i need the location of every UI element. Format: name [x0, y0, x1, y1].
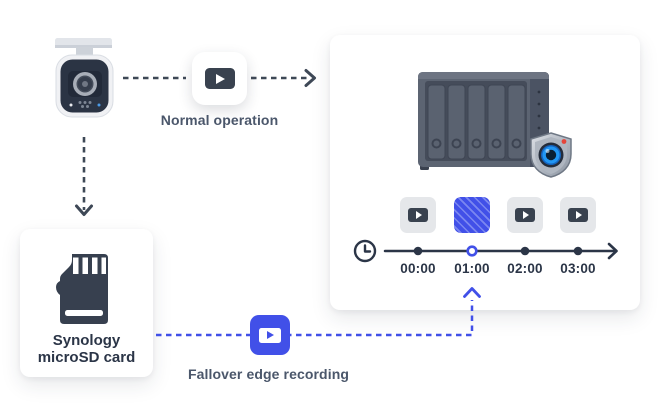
tick-dot-0200 — [520, 246, 530, 256]
clock-icon — [353, 239, 377, 263]
arrow-normal-icon-to-nas — [251, 69, 316, 87]
failover-recording-icon — [250, 315, 290, 355]
microsd-label-line2: microSD card — [37, 349, 136, 366]
play-icon — [204, 68, 235, 89]
tick-dot-0000 — [413, 246, 423, 256]
play-icon — [568, 208, 588, 222]
play-triangle-icon — [522, 211, 529, 219]
normal-recording-icon — [192, 52, 247, 105]
tick-label-0300: 03:00 — [560, 261, 596, 276]
segment-recorded-0200 — [507, 197, 543, 233]
segment-recorded-0300 — [560, 197, 596, 233]
tick-label-0200: 02:00 — [507, 261, 543, 276]
tick-label-0000: 00:00 — [400, 261, 436, 276]
segment-failover-0100 — [454, 197, 490, 233]
play-triangle-icon — [575, 211, 582, 219]
microsd-card-label: Synology microSD card — [20, 332, 153, 366]
play-icon — [259, 327, 281, 343]
arrow-camera-to-microsd — [75, 137, 93, 216]
normal-operation-label: Normal operation — [160, 112, 279, 128]
synology-nas-icon — [418, 72, 549, 170]
arrowhead-right-icon — [607, 242, 618, 260]
play-triangle-icon — [216, 73, 225, 84]
play-icon — [515, 208, 535, 222]
play-icon — [408, 208, 428, 222]
surveillance-station-shield-icon — [530, 132, 572, 178]
failover-edge-recording-label: Fallover edge recording — [187, 366, 349, 382]
timeline-axis — [353, 239, 618, 263]
tick-dot-0100-active — [466, 245, 478, 257]
tick-label-0100: 01:00 — [454, 261, 490, 276]
play-triangle-icon — [415, 211, 422, 219]
arrowhead-down-icon — [75, 204, 93, 216]
ip-camera-icon — [55, 38, 114, 118]
nas-card: 00:00 01:00 02:00 03:00 — [330, 35, 640, 310]
tick-dot-0300 — [573, 246, 583, 256]
microsd-label-line1: Synology — [52, 332, 121, 349]
play-triangle-icon — [267, 331, 275, 339]
arrowhead-right-icon — [304, 69, 316, 87]
microsd-card-icon — [56, 254, 108, 324]
segment-recorded-0000 — [400, 197, 436, 233]
microsd-card: Synology microSD card — [20, 229, 153, 377]
